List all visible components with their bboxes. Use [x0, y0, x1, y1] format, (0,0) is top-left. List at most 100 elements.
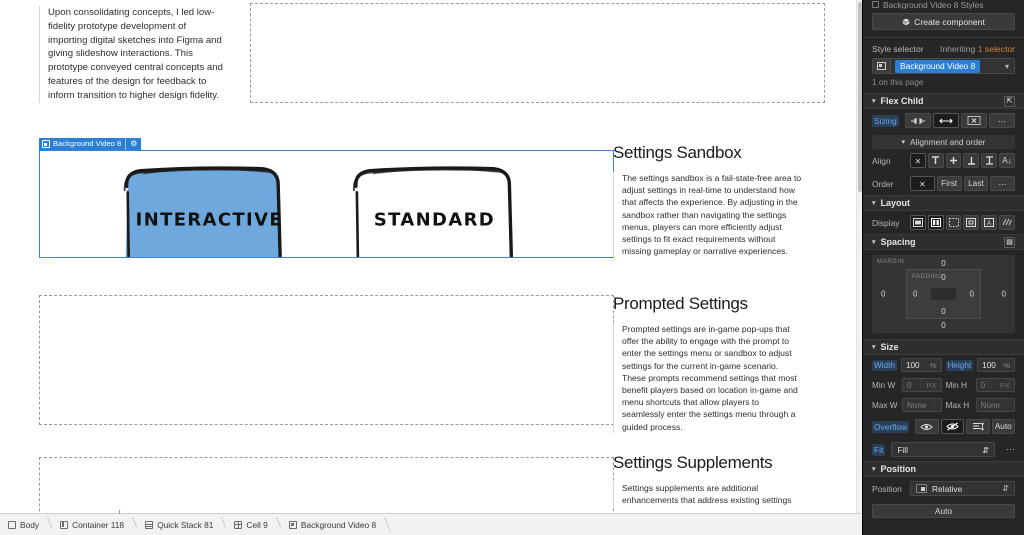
expand-icon[interactable]: ⇱: [1004, 95, 1015, 107]
max-height-input[interactable]: None -: [975, 398, 1015, 412]
gear-icon[interactable]: ⚙: [125, 138, 141, 150]
padding-bottom-value[interactable]: 0: [941, 307, 946, 316]
section-header-spacing[interactable]: ▾ Spacing ▤: [863, 234, 1024, 250]
inline-block-icon[interactable]: [963, 215, 980, 230]
intro-placeholder-box[interactable]: [250, 3, 825, 103]
chevron-down-icon[interactable]: ▾: [1004, 61, 1009, 71]
section-header-size[interactable]: ▾ Size: [863, 339, 1024, 355]
overflow-label[interactable]: Overflow: [872, 420, 910, 433]
display-none-icon[interactable]: [999, 215, 1015, 230]
width-unit: %: [929, 360, 937, 370]
section-title-flex-child: Flex Child: [880, 96, 924, 106]
breadcrumb-label: Cell 9: [246, 519, 268, 530]
margin-right-value[interactable]: 0: [1001, 289, 1006, 299]
grow-icon[interactable]: [932, 113, 959, 128]
design-canvas[interactable]: Upon consolidating concepts, I led low-f…: [0, 0, 862, 535]
inheriting-status[interactable]: Inheriting 1 selector: [939, 44, 1015, 54]
visible-icon[interactable]: [915, 419, 939, 434]
breadcrumb-item-cell[interactable]: Cell 9: [226, 514, 281, 535]
min-width-unit: PX: [926, 380, 937, 390]
none-icon[interactable]: ✕: [910, 153, 926, 168]
section-copy-0: Settings Sandbox The settings sandbox is…: [613, 143, 803, 258]
min-height-input[interactable]: 0 PX: [975, 378, 1015, 392]
overflow-auto-button[interactable]: Auto: [991, 419, 1015, 434]
section-header-position[interactable]: ▾ Position: [863, 461, 1024, 477]
breadcrumb-item-background-video[interactable]: Background Video 8: [280, 514, 390, 535]
position-auto-button[interactable]: Auto: [872, 504, 1015, 518]
chevron-down-icon: ▾: [872, 239, 876, 246]
center-icon[interactable]: [945, 153, 962, 168]
order-segmented-control[interactable]: ✕ First Last ⋯: [910, 176, 1015, 191]
section-header-flex-child[interactable]: ▾ Flex Child ⇱: [863, 93, 1024, 109]
inline-icon[interactable]: A: [981, 215, 998, 230]
bottom-icon[interactable]: [963, 153, 980, 168]
display-segmented-control[interactable]: A: [910, 215, 1015, 230]
order-first-button[interactable]: First: [936, 176, 962, 191]
select-arrows-icon: ⇵: [1002, 484, 1009, 493]
block-icon[interactable]: [910, 215, 926, 230]
flex-icon[interactable]: [927, 215, 944, 230]
section-header-layout[interactable]: ▾ Layout: [863, 195, 1024, 211]
chevron-down-icon: ▾: [872, 466, 876, 473]
spacing-settings-icon[interactable]: ▤: [1004, 236, 1015, 248]
position-select[interactable]: Relative ⇵: [910, 481, 1015, 496]
canvas-scroll-area[interactable]: Upon consolidating concepts, I led low-f…: [0, 0, 856, 513]
height-value: 100: [982, 360, 996, 370]
padding-label: PADDING: [912, 274, 944, 280]
min-width-input[interactable]: 0 PX: [902, 378, 942, 392]
max-width-unit: -: [933, 400, 937, 410]
baseline-icon[interactable]: A↓: [999, 153, 1015, 168]
width-input[interactable]: 100 %: [900, 358, 942, 372]
create-component-button[interactable]: Create component: [872, 13, 1015, 30]
hidden-icon[interactable]: [940, 419, 965, 434]
more-icon[interactable]: ⋯: [988, 113, 1015, 128]
none-icon[interactable]: [960, 113, 987, 128]
style-class-field[interactable]: Background Video 8 ▾: [872, 58, 1015, 74]
selection-badge[interactable]: Background Video 8 ⚙: [39, 138, 142, 150]
scroll-icon[interactable]: [966, 419, 990, 434]
shrink-grow-icon[interactable]: [904, 113, 931, 128]
padding-left-value[interactable]: 0: [913, 289, 918, 299]
checkbox-icon[interactable]: [872, 1, 879, 8]
sizing-label[interactable]: Sizing: [872, 114, 899, 127]
none-icon[interactable]: ✕: [910, 176, 935, 191]
more-icon[interactable]: ⋯: [990, 176, 1015, 191]
background-video-element[interactable]: INTERACTIVE STANDARD: [39, 150, 614, 258]
breadcrumb-item-body[interactable]: Body: [0, 514, 53, 535]
margin-bottom-value[interactable]: 0: [941, 321, 946, 330]
fit-select[interactable]: Fill ⇵: [891, 442, 995, 457]
margin-top-value[interactable]: 0: [941, 259, 946, 268]
more-icon[interactable]: ⋯: [1006, 444, 1015, 454]
top-icon[interactable]: [927, 153, 944, 168]
max-size-row: Max W None - Max H None -: [863, 395, 1024, 415]
selection-badge-label: Background Video 8: [53, 139, 122, 148]
max-width-input[interactable]: None -: [902, 398, 942, 412]
sizing-segmented-control[interactable]: ⋯: [904, 113, 1015, 128]
height-label[interactable]: Height: [945, 359, 974, 371]
section-placeholder-box-1[interactable]: [39, 295, 614, 425]
chevron-down-icon: ▾: [872, 344, 876, 351]
intro-row: Upon consolidating concepts, I led low-f…: [39, 0, 829, 110]
canvas-vertical-scrollbar[interactable]: [856, 0, 862, 513]
section-placeholder-box-2[interactable]: [39, 457, 614, 513]
style-panel[interactable]: Background Video 8 Styles Create compone…: [862, 0, 1024, 535]
spacing-box-model[interactable]: MARGIN 0 0 0 0 PADDING 0 0 0 0: [872, 255, 1015, 333]
margin-left-value[interactable]: 0: [881, 289, 886, 299]
order-last-button[interactable]: Last: [963, 176, 989, 191]
alignment-and-order-toggle[interactable]: ▾ Alignment and order: [872, 135, 1015, 149]
align-segmented-control[interactable]: ✕ A↓: [910, 153, 1015, 168]
height-input[interactable]: 100 %: [977, 358, 1015, 372]
width-label[interactable]: Width: [872, 359, 897, 371]
style-class-tag[interactable]: Background Video 8: [895, 59, 981, 73]
fit-label[interactable]: Fit: [872, 443, 886, 456]
overflow-segmented-control[interactable]: Auto: [915, 419, 1015, 434]
breadcrumb[interactable]: Body Container 118 Quick Stack 81 Cell 9…: [0, 510, 862, 535]
padding-box[interactable]: PADDING 0 0 0 0: [906, 269, 981, 319]
grid-icon[interactable]: [945, 215, 962, 230]
padding-top-value[interactable]: 0: [941, 273, 946, 282]
stretch-icon[interactable]: [981, 153, 998, 168]
breadcrumb-item-quick-stack[interactable]: Quick Stack 81: [137, 514, 227, 535]
padding-right-value[interactable]: 0: [969, 289, 974, 299]
breadcrumb-item-container[interactable]: Container 118: [52, 514, 138, 535]
